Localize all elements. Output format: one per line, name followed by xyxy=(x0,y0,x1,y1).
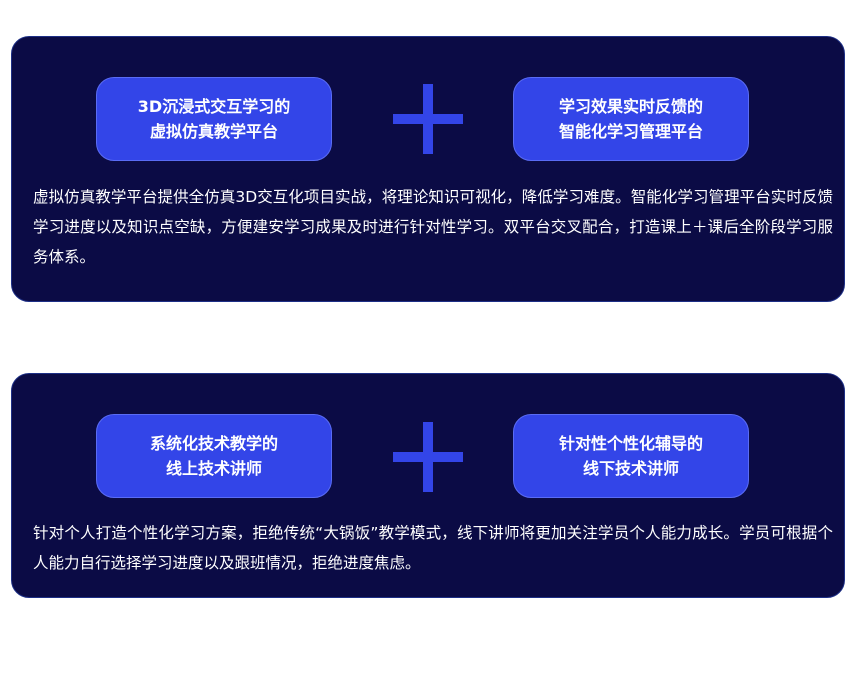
box-title-line1: 针对性个性化辅导的 xyxy=(558,434,703,453)
feature-card-instructors: 系统化技术教学的 线上技术讲师 针对性个性化辅导的 线下技术讲师 针对个人打造个… xyxy=(11,373,845,598)
platforms-description: 虚拟仿真教学平台提供全仿真3D交互化项目实战，将理论知识可视化，降低学习难度。智… xyxy=(33,188,833,266)
box-title-line2: 虚拟仿真教学平台 xyxy=(149,122,278,141)
plus-icon xyxy=(393,422,463,492)
box-title-line1: 学习效果实时反馈的 xyxy=(558,97,703,116)
smart-learning-platform-box: 学习效果实时反馈的 智能化学习管理平台 xyxy=(513,77,749,161)
box-title-line1: 3D沉浸式交互学习的 xyxy=(137,97,291,116)
box-title-line1: 系统化技术教学的 xyxy=(149,434,278,453)
instructors-description: 针对个人打造个性化学习方案，拒绝传统“大锅饭”教学模式，线下讲师将更加关注学员个… xyxy=(33,524,833,572)
feature-card-platforms: 3D沉浸式交互学习的 虚拟仿真教学平台 学习效果实时反馈的 智能化学习管理平台 … xyxy=(11,36,845,302)
offline-instructor-box: 针对性个性化辅导的 线下技术讲师 xyxy=(513,414,749,498)
box-title-line2: 线下技术讲师 xyxy=(582,459,679,478)
box-title-line2: 线上技术讲师 xyxy=(165,459,262,478)
box-title-line2: 智能化学习管理平台 xyxy=(558,122,703,141)
plus-icon xyxy=(393,84,463,154)
virtual-simulation-platform-box: 3D沉浸式交互学习的 虚拟仿真教学平台 xyxy=(96,77,332,161)
online-instructor-box: 系统化技术教学的 线上技术讲师 xyxy=(96,414,332,498)
